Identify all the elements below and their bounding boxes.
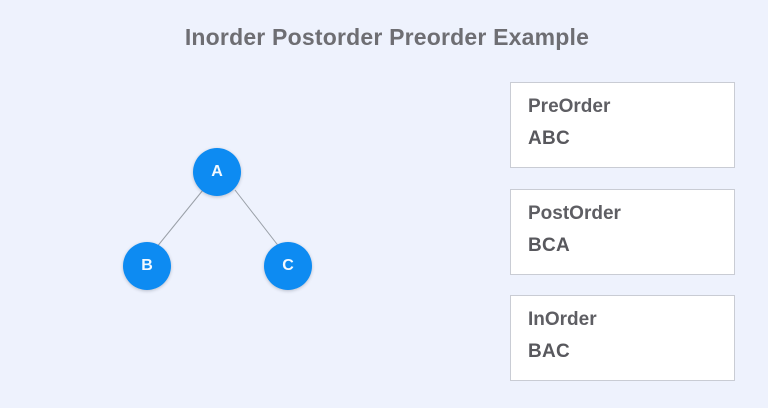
traversal-card-inorder: InOrder BAC [510, 295, 735, 381]
tree-node-a-label: A [211, 163, 223, 180]
tree-node-b[interactable]: B [123, 242, 171, 290]
traversal-card-preorder: PreOrder ABC [510, 82, 735, 168]
edge-a-c [234, 189, 281, 249]
tree-edges [155, 189, 281, 249]
edge-a-b [155, 189, 204, 249]
traversal-card-preorder-value: ABC [528, 127, 571, 149]
tree-node-c[interactable]: C [264, 242, 312, 290]
traversal-card-inorder-title: InOrder [528, 309, 597, 330]
binary-tree-diagram: A B C [90, 120, 350, 320]
traversal-card-postorder: PostOrder BCA [510, 189, 735, 275]
tree-node-a[interactable]: A [193, 148, 241, 196]
tree-node-b-label: B [141, 257, 153, 274]
tree-node-c-label: C [282, 257, 294, 274]
traversal-card-postorder-title: PostOrder [528, 203, 621, 224]
traversal-card-postorder-value: BCA [528, 234, 571, 256]
page-title: Inorder Postorder Preorder Example [184, 24, 590, 50]
traversal-card-preorder-title: PreOrder [528, 96, 611, 117]
traversal-card-inorder-value: BAC [528, 340, 571, 362]
